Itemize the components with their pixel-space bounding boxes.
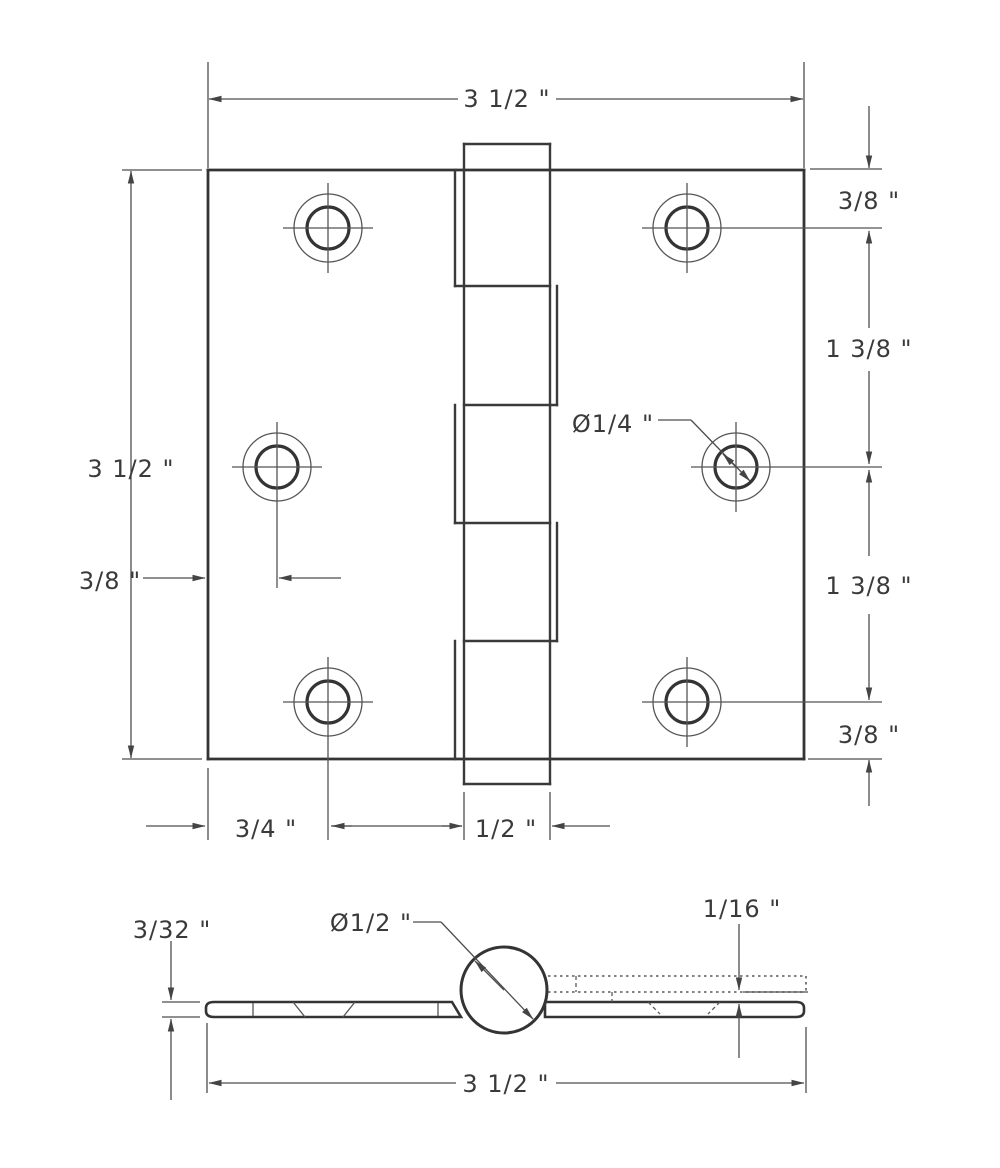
side-view: Ø1/2 " 3/32 " 1/16 " 3 1/2 " [133, 895, 808, 1100]
dim-leaf-thickness-label: 3/32 " [133, 916, 212, 944]
screw-holes [232, 183, 882, 840]
hinge-plate-outline [206, 168, 806, 761]
hinge-barrel [453, 142, 559, 786]
dim-right-bottom-margin-label: 3/8 " [838, 721, 900, 749]
dim-side-width-label: 3 1/2 " [462, 1070, 549, 1098]
dim-left-height: 3 1/2 " [87, 169, 202, 760]
dim-leaf-offset-label: 1/16 " [703, 895, 782, 923]
dim-leaf-offset: 1/16 " [703, 895, 808, 1058]
left-leaf-marks [252, 1001, 439, 1018]
dim-corner-hole-offset-label: 3/4 " [235, 815, 297, 843]
opposite-leaf-dotted-outline [548, 975, 807, 1015]
callout-knuckle-diameter: Ø1/2 " [330, 909, 534, 1020]
dim-right-upper-spacing-label: 1 3/8 " [825, 335, 912, 363]
dim-top-width-label: 3 1/2 " [463, 85, 550, 113]
dim-right-chain: 3/8 " 1 3/8 " 1 3/8 " 3/8 " [808, 106, 912, 806]
screw-hole-diameter-label: Ø1/4 " [572, 410, 654, 438]
dim-leaf-thickness: 3/32 " [133, 916, 212, 1100]
dim-bottom-row: 3/4 " 1/2 " [146, 768, 610, 843]
dim-middle-hole-offset: 3/8 " [79, 567, 341, 595]
dim-right-top-margin-label: 3/8 " [838, 187, 900, 215]
callout-screw-hole-diameter: Ø1/4 " [572, 410, 751, 482]
dim-middle-hole-offset-label: 3/8 " [79, 567, 141, 595]
knuckle-diameter-label: Ø1/2 " [330, 909, 412, 937]
top-view: 3 1/2 " 3 1/2 " 3/8 " 3/8 " 1 [79, 62, 912, 843]
dim-right-lower-spacing-label: 1 3/8 " [825, 572, 912, 600]
dim-barrel-width-label: 1/2 " [475, 815, 537, 843]
dim-side-width: 3 1/2 " [206, 1023, 807, 1098]
dim-top-width: 3 1/2 " [207, 62, 805, 168]
left-leaf-profile [204, 1000, 464, 1019]
right-leaf-profile [543, 1000, 806, 1019]
dim-left-height-label: 3 1/2 " [87, 455, 174, 483]
